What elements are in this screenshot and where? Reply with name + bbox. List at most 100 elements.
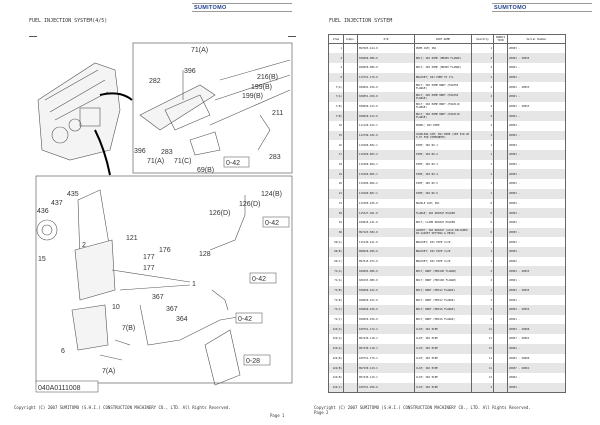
callout: 176 xyxy=(159,247,171,254)
table-cell: 1 xyxy=(471,188,494,199)
table-cell: 6 xyxy=(471,227,494,238)
column-header: Quantity xyxy=(471,34,494,44)
table-cell: 112790-182-0 xyxy=(357,130,415,141)
table-cell xyxy=(343,72,358,83)
table-cell xyxy=(343,256,358,267)
callout: 1 xyxy=(192,281,196,288)
table-cell: 020050-012-0 xyxy=(357,295,415,306)
table-cell xyxy=(343,372,358,383)
table-cell: 2 xyxy=(471,101,494,112)
table-cell: BOLT; BRKT (M8X16 FLANGE) xyxy=(414,314,472,325)
table-cell: 20061 - xyxy=(507,62,566,73)
callout: 71(A) xyxy=(191,47,208,54)
table-cell xyxy=(493,276,508,286)
table-cell xyxy=(493,150,508,160)
table-cell: 71(C) xyxy=(328,305,344,315)
table-cell xyxy=(493,43,508,54)
table-cell xyxy=(343,227,358,238)
table-cell: 124(B) xyxy=(328,363,344,373)
brand-logo: SUMITOMO xyxy=(492,3,592,12)
table-cell: 2 xyxy=(471,305,494,315)
table-cell: 71(B) xyxy=(328,295,344,306)
table-cell: 1 xyxy=(471,140,494,151)
table-cell: 2 xyxy=(471,82,494,92)
table-cell: 124(C) xyxy=(328,382,344,393)
table-cell: BOLT; BRKT (M8X12 FLANGE) xyxy=(414,285,472,296)
table-cell: 115400-863-2 xyxy=(357,150,415,160)
table-cell: CLIP; INJ PIPE xyxy=(414,334,472,344)
table-cell: 20062 - xyxy=(507,372,566,383)
table-cell: 7(B) xyxy=(328,101,344,112)
callout: 216(B) xyxy=(257,74,278,81)
table-cell: 020090-413-0 xyxy=(357,101,415,112)
table-cell xyxy=(493,208,508,218)
table-cell: BOLT; BRKT (M8X12 FLANGE) xyxy=(414,295,472,306)
table-cell: 20003 - 20053 xyxy=(507,82,566,92)
table-cell xyxy=(343,150,358,160)
table-cell: BRACKET; INJ PIPE CLIP xyxy=(414,256,472,267)
table-cell: 020090-080-0 xyxy=(357,53,415,63)
callout: 7(B) xyxy=(122,325,135,332)
table-cell: 20003 - xyxy=(507,217,566,228)
table-cell: 20003 - xyxy=(507,208,566,218)
table-cell: 109751-170-1 xyxy=(357,353,415,364)
table-cell: 124(A) xyxy=(328,343,344,354)
table-cell: 111129-012-1 xyxy=(357,121,415,131)
detail-box-lower xyxy=(35,175,293,384)
page-number: Page 2 xyxy=(314,410,329,415)
column-header: PART NAME xyxy=(414,34,472,44)
table-cell: 020050-080-0 xyxy=(357,62,415,73)
table-cell: PIPE; INJ NO.6 xyxy=(414,188,472,199)
callout: 282 xyxy=(149,78,161,85)
ref-box-label: 0-28 xyxy=(246,358,260,365)
table-cell: 20007 - 20061 xyxy=(507,334,566,344)
table-cell: 115400-866-2 xyxy=(357,179,415,189)
table-cell: 20003 - xyxy=(507,237,566,247)
table-cell: 897230-119-1 xyxy=(357,363,415,373)
table-cell: 897223-582-0 xyxy=(357,227,415,238)
table-cell xyxy=(493,382,508,393)
table-cell: 7(A) xyxy=(328,82,344,92)
table-cell xyxy=(493,130,508,141)
table-cell: FLANGE; INJ NOZZLE HOLDER xyxy=(414,208,472,218)
table-cell xyxy=(493,140,508,151)
table-cell: 020051-450-0 xyxy=(357,91,415,102)
table-cell xyxy=(343,237,358,247)
table-cell: 20003 - xyxy=(507,188,566,199)
page-number: Page 1 xyxy=(270,413,285,418)
ref-box xyxy=(35,156,290,393)
callout: 121 xyxy=(126,235,138,242)
table-cell xyxy=(493,227,508,238)
table-cell: 898020-990-0 xyxy=(357,246,415,257)
table-cell xyxy=(493,188,508,199)
table-cell xyxy=(343,246,358,257)
table-cell xyxy=(493,82,508,92)
table-cell xyxy=(493,91,508,102)
ref-box-label: 0-42 xyxy=(265,220,279,227)
callout: 7(A) xyxy=(102,368,115,375)
callout: 211 xyxy=(272,110,283,117)
page-title: FUEL INJECTION SYSTEM(4/5) xyxy=(29,18,108,24)
callout: 367 xyxy=(152,294,164,301)
table-cell: 2 xyxy=(471,314,494,325)
table-cell: 2 xyxy=(328,53,344,63)
table-cell xyxy=(493,101,508,112)
table-cell xyxy=(493,62,508,73)
table-cell: 20003 - xyxy=(507,382,566,393)
table-cell xyxy=(343,295,358,306)
table-cell: 20003 - 20053 xyxy=(507,53,566,63)
table-cell: 20003 - xyxy=(507,140,566,151)
callout: 177 xyxy=(143,265,155,272)
table-cell: 20003 - xyxy=(507,159,566,170)
table-cell: 20 xyxy=(328,179,344,189)
